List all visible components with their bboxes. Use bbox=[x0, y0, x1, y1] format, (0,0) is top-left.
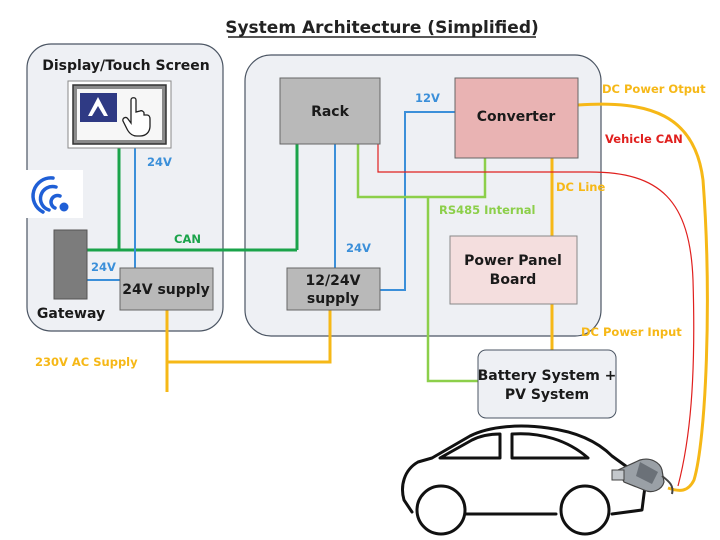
diagram-title: System Architecture (Simplified) bbox=[225, 18, 539, 38]
rack-box[interactable]: Rack bbox=[279, 77, 381, 145]
charging-plug-icon bbox=[611, 458, 674, 495]
label-vehicle-can: Vehicle CAN bbox=[605, 132, 683, 146]
label-dc-line: DC Line bbox=[556, 180, 605, 194]
label-24v-supply: 24V bbox=[346, 241, 371, 255]
label-24v-gateway: 24V bbox=[91, 260, 116, 274]
label-24v-display: 24V bbox=[147, 155, 172, 169]
logo-mark bbox=[88, 97, 108, 116]
supply-1224v-label-1: 12/24V bbox=[306, 273, 361, 289]
display-title: Display/Touch Screen bbox=[42, 58, 210, 74]
v24-wires bbox=[87, 111, 455, 291]
hand-pointer-icon bbox=[122, 97, 151, 137]
label-dc-input: DC Power Input bbox=[581, 325, 682, 339]
car-outline-icon bbox=[401, 424, 646, 536]
power-panel-box[interactable]: Power Panel Board bbox=[449, 235, 578, 305]
power-panel-label-1: Power Panel bbox=[464, 253, 562, 269]
label-12v: 12V bbox=[415, 91, 440, 105]
battery-label-1: Battery System + bbox=[478, 368, 617, 384]
rack-label: Rack bbox=[311, 104, 350, 120]
touch-screen[interactable] bbox=[67, 80, 172, 149]
gateway-device[interactable] bbox=[53, 229, 88, 300]
vehicle-can-wire bbox=[377, 144, 695, 487]
label-rs485: RS485 Internal bbox=[439, 203, 535, 217]
battery-label-2: PV System bbox=[505, 387, 589, 403]
label-can: CAN bbox=[174, 232, 201, 246]
power-panel-label-2: Board bbox=[490, 272, 537, 288]
rs485-wires bbox=[356, 144, 487, 383]
label-dc-output: DC Power Otput bbox=[602, 82, 706, 96]
wifi-icon bbox=[25, 170, 83, 218]
supply-24v-box[interactable]: 24V supply bbox=[119, 267, 214, 311]
dc-power-wires bbox=[165, 102, 709, 492]
screen-logo bbox=[80, 93, 117, 122]
supply-24v-label: 24V supply bbox=[122, 282, 209, 298]
label-ac-supply: 230V AC Supply bbox=[35, 355, 138, 369]
battery-box[interactable]: Battery System + PV System bbox=[477, 349, 617, 419]
converter-box[interactable]: Converter bbox=[454, 77, 579, 159]
can-wires bbox=[87, 144, 299, 252]
supply-1224v-label-2: supply bbox=[307, 291, 359, 307]
supply-1224v-box[interactable]: 12/24V supply bbox=[286, 267, 381, 311]
converter-label: Converter bbox=[477, 109, 556, 125]
gateway-label: Gateway bbox=[37, 306, 105, 322]
